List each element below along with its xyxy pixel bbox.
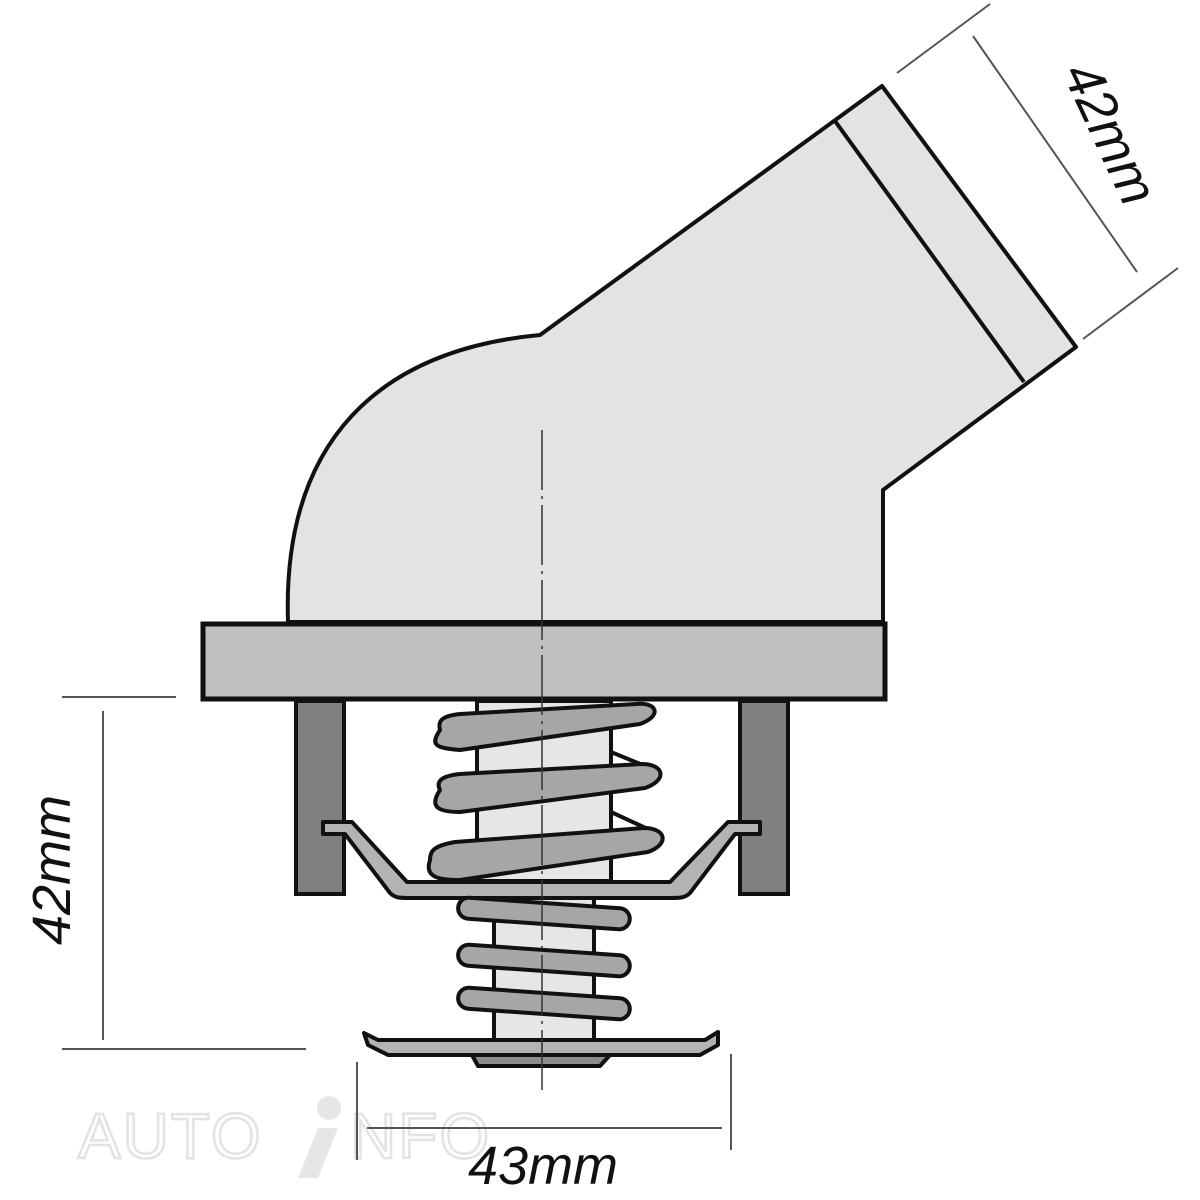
mounting-flange	[200, 621, 888, 702]
dimension-valve-height	[62, 696, 306, 1050]
dimension-valve-diameter	[356, 1054, 732, 1160]
outlet-ring-line	[833, 119, 1026, 384]
right-post	[738, 699, 790, 896]
valve-diameter-label: 43mm	[468, 1136, 618, 1196]
watermark-left: AUTO	[78, 1100, 263, 1172]
watermark-i-icon	[298, 1096, 341, 1178]
main-spring	[426, 701, 665, 882]
dimension-outlet-diameter	[896, 3, 1179, 340]
left-post	[294, 699, 346, 896]
watermark: AUTO NFO	[77, 1096, 491, 1178]
bypass-valve-plate	[362, 1030, 720, 1068]
watermark-right: NFO	[350, 1100, 491, 1172]
bypass-spring	[456, 895, 632, 1022]
valve-height-label: 42mm	[22, 795, 82, 945]
outlet-diameter-label: 42mm	[1051, 53, 1169, 214]
outlet-housing	[285, 84, 1078, 624]
